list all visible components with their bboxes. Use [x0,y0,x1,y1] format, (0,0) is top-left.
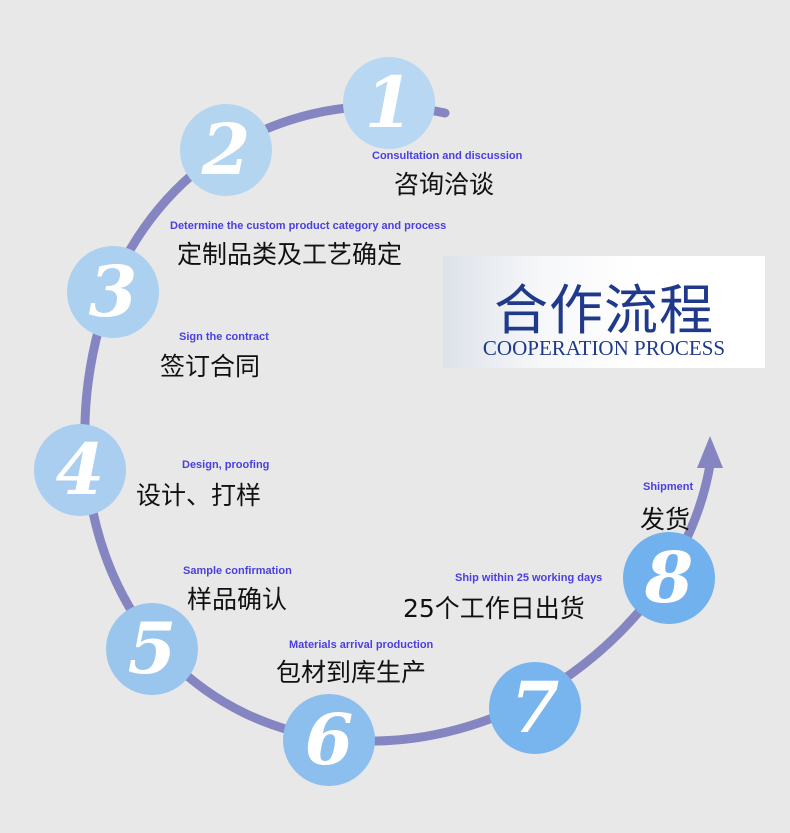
step-5-circle: 5 [106,603,198,695]
step-4-label-zh: 设计、打样 [136,481,262,510]
step-6-label-en: Materials arrival production [289,639,434,651]
step-3-circle: 3 [67,246,159,338]
step-2-circle: 2 [180,104,272,196]
step-7-circle: 7 [489,662,581,754]
step-8-label-en: Shipment [643,481,694,493]
step-4-number: 4 [55,428,105,511]
step-3-label-zh: 签订合同 [160,352,261,381]
arrow-head-icon [697,436,723,468]
step-6-circle: 6 [283,694,375,786]
step-5-number: 5 [127,607,177,690]
step-5-label-en: Sample confirmation [183,565,292,577]
step-4-circle: 4 [34,424,126,516]
step-2-label-en: Determine the custom product category an… [170,220,447,232]
step-2-number: 2 [201,108,251,191]
step-6-label-zh: 包材到库生产 [276,658,427,687]
title-box: 合作流程 COOPERATION PROCESS [443,256,765,368]
step-7-label-en: Ship within 25 working days [455,572,603,584]
step-1-label-zh: 咨询洽谈 [394,170,495,199]
step-2-label-zh: 定制品类及工艺确定 [177,240,403,269]
step-4-label-en: Design, proofing [182,459,270,471]
step-7-label-zh: 25个工作日出货 [403,594,585,623]
step-1-label-en: Consultation and discussion [372,150,523,162]
step-1-circle: 1 [343,57,435,149]
step-7-number: 7 [510,666,560,749]
step-3-number: 3 [88,250,138,333]
step-8-circle: 8 [623,532,715,624]
step-5-label-zh: 样品确认 [187,585,288,614]
step-1-number: 1 [364,61,414,144]
step-8-number: 8 [644,536,694,619]
step-6-number: 6 [304,698,354,781]
step-3-label-en: Sign the contract [179,331,269,343]
title-en: COOPERATION PROCESS [482,336,726,360]
step-8-label-zh: 发货 [640,505,691,534]
title-zh: 合作流程 [494,279,714,342]
